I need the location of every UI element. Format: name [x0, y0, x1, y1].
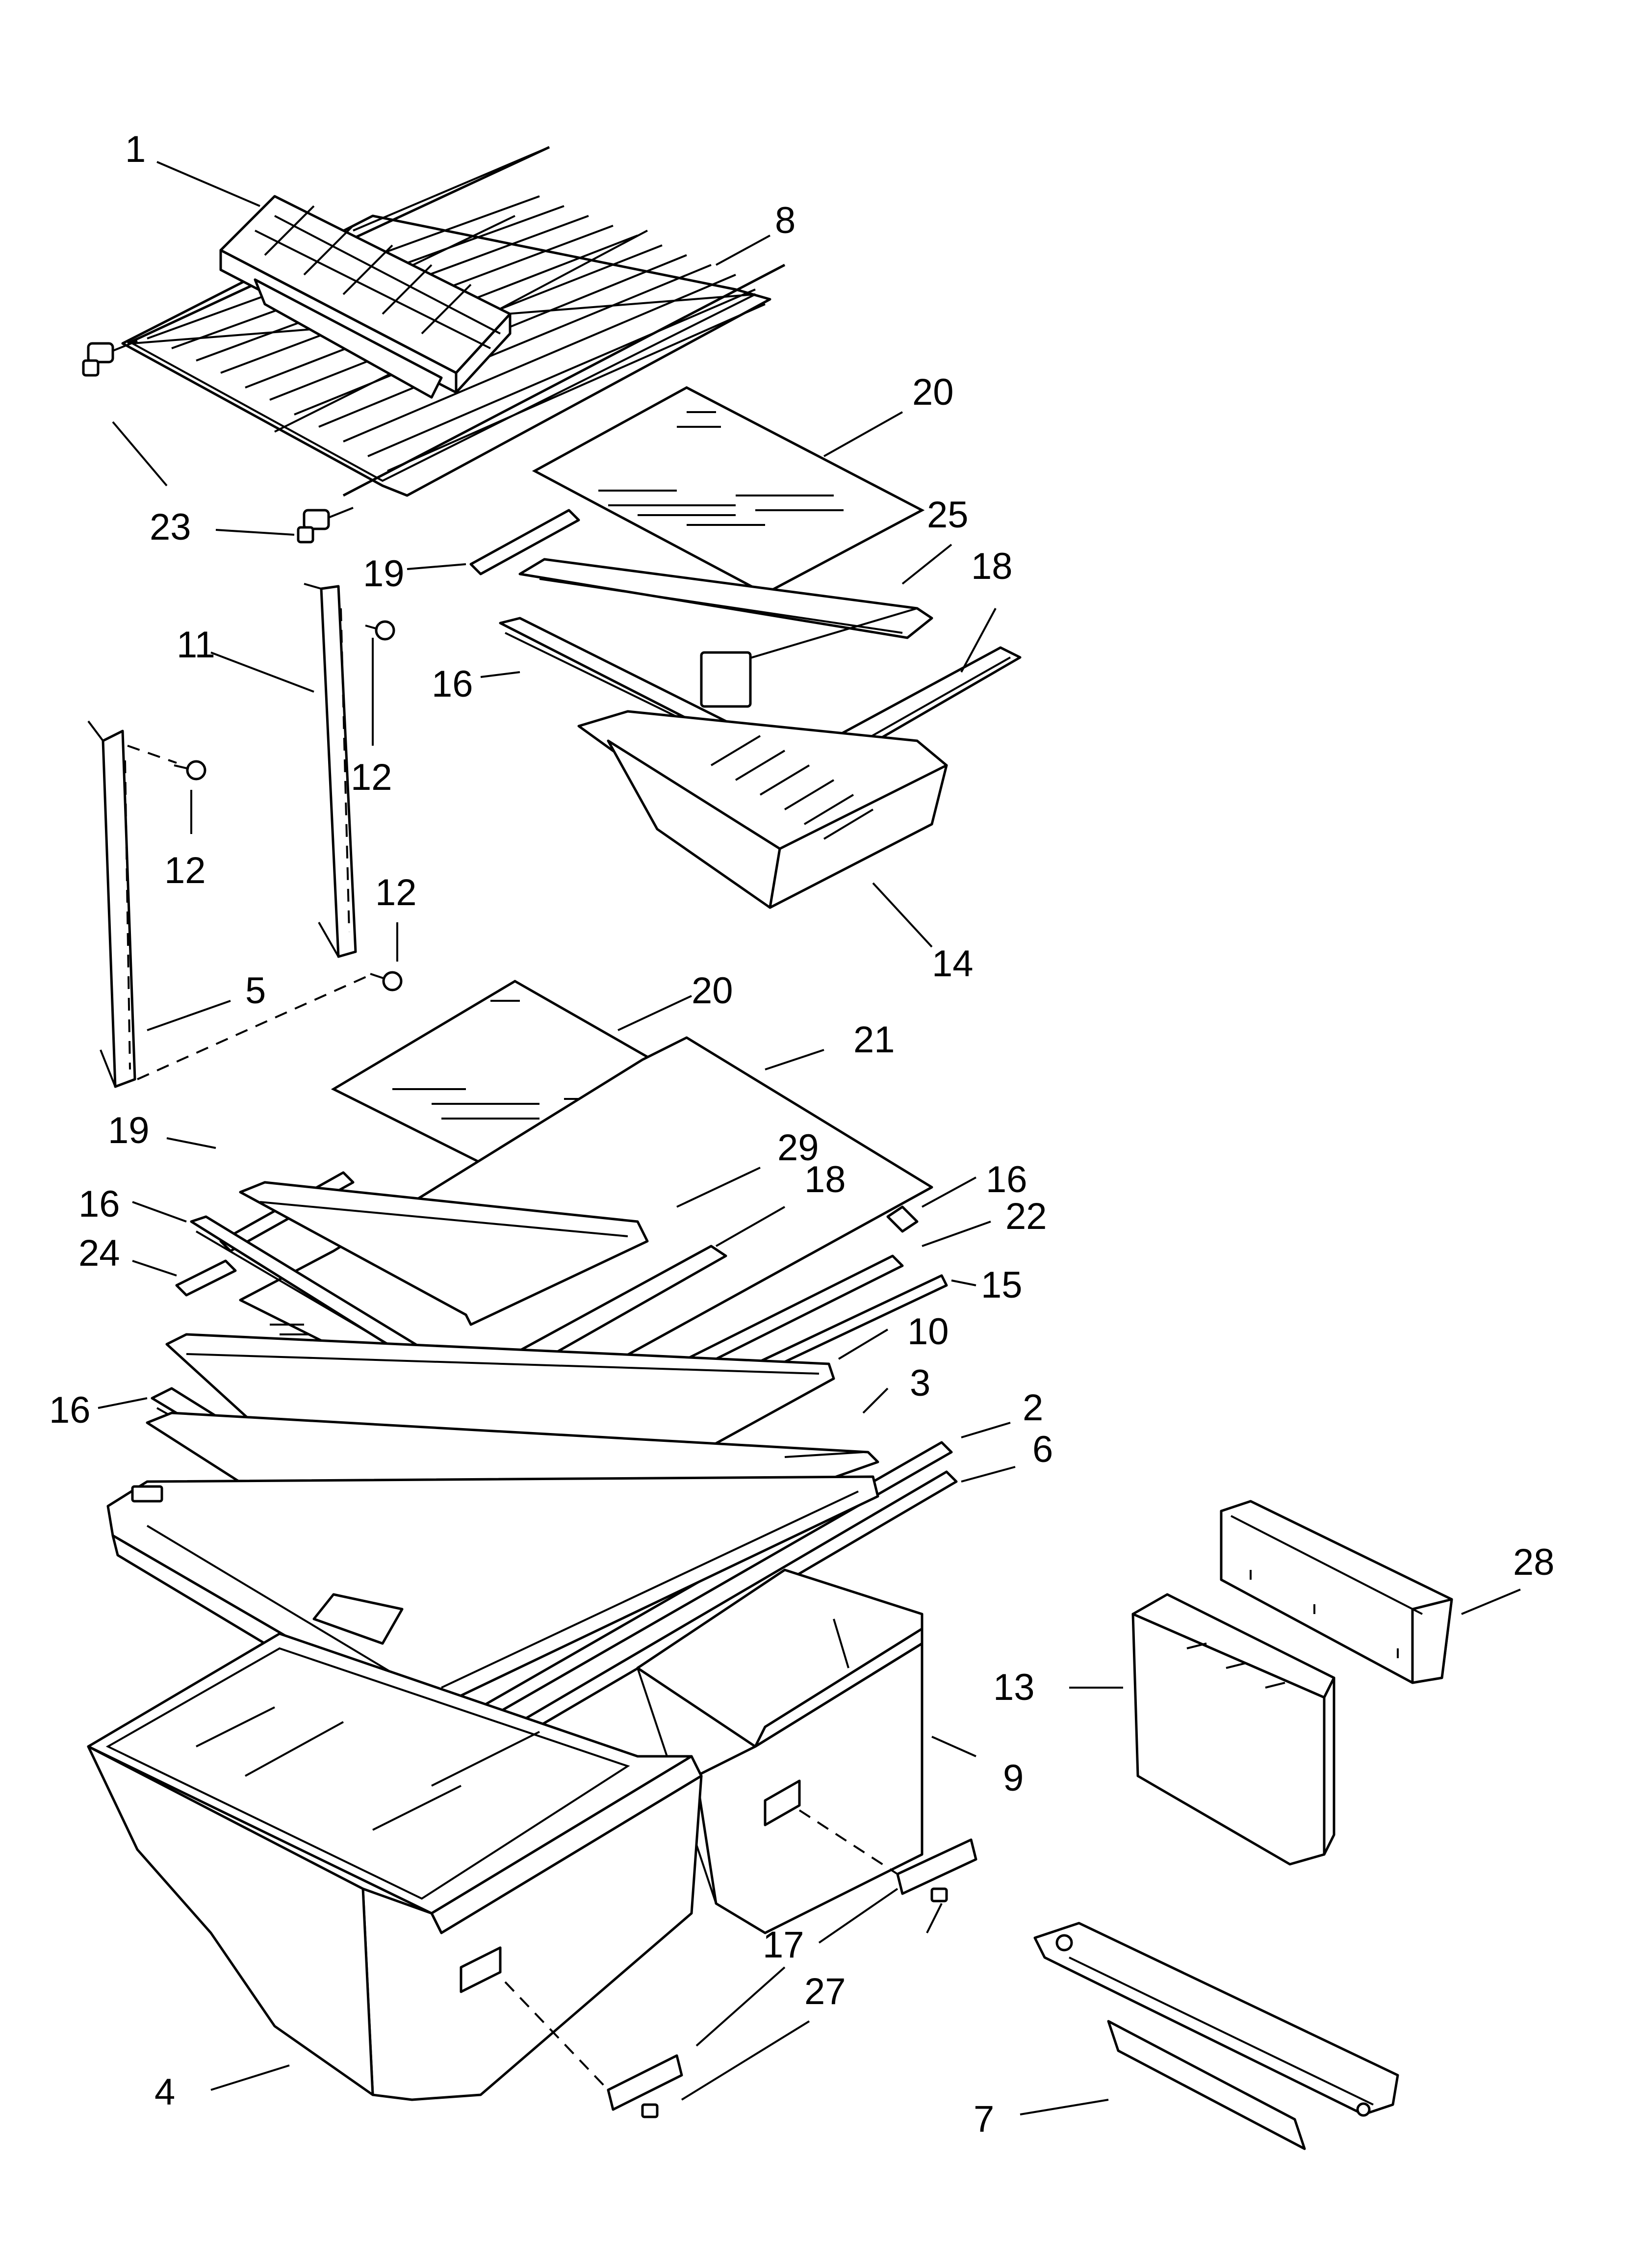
callout-22: 22 [1005, 1196, 1047, 1237]
callout-28: 28 [1513, 1541, 1555, 1583]
callout-23: 23 [150, 506, 191, 548]
callout-4: 4 [154, 2071, 175, 2113]
crisper-9 [636, 1568, 924, 1934]
callout-7: 7 [974, 2098, 994, 2140]
callout-16-upper: 16 [432, 663, 473, 705]
callout-8: 8 [775, 200, 795, 241]
callout-21: 21 [853, 1019, 895, 1061]
door-shelf [1220, 1500, 1453, 1684]
callout-13: 13 [993, 1667, 1035, 1708]
lower-shelf-assembly [106, 980, 958, 1768]
leader-lines [98, 161, 1521, 2115]
callout-19-upper: 19 [363, 553, 405, 595]
callout-3: 3 [910, 1362, 930, 1404]
rail-ladder-11 [304, 583, 357, 958]
callout-2: 2 [1023, 1387, 1043, 1429]
callout-1: 1 [125, 129, 146, 170]
callout-12-bottom: 12 [375, 872, 417, 913]
callout-25: 25 [927, 494, 969, 536]
upper-crisper-assembly [469, 386, 1022, 909]
callout-17: 17 [763, 1924, 804, 1966]
callout-6: 6 [1032, 1429, 1053, 1470]
shelf-end-caps [82, 340, 354, 544]
callout-12-left: 12 [164, 850, 206, 891]
callout-16-left: 16 [78, 1183, 120, 1225]
callout-18-upper: 18 [971, 546, 1013, 587]
callout-10: 10 [907, 1311, 949, 1353]
callout-16-bottom: 16 [49, 1389, 91, 1431]
callout-5: 5 [245, 970, 266, 1012]
callout-20-upper: 20 [912, 371, 954, 413]
callout-24: 24 [78, 1232, 120, 1274]
callout-27: 27 [804, 1971, 846, 2012]
callout-20-lower: 20 [692, 970, 733, 1012]
callout-15: 15 [981, 1264, 1023, 1306]
callout-14: 14 [932, 943, 974, 985]
rail-ladder-5 [87, 720, 136, 1088]
screws [127, 620, 403, 1080]
drawer-clips [504, 1809, 977, 2118]
callout-9: 9 [1003, 1757, 1024, 1799]
callout-29: 29 [777, 1127, 819, 1169]
callout-labels: 1 8 20 23 19 25 18 11 16 12 12 12 14 5 2… [49, 129, 1555, 2140]
callout-16-right: 16 [986, 1159, 1027, 1200]
callout-12-right: 12 [351, 756, 392, 798]
crisper-4 [87, 1632, 703, 2101]
ice-tray [219, 195, 512, 399]
callout-18-lower: 18 [804, 1159, 846, 1200]
bottom-rail [1033, 1922, 1399, 2150]
callout-11: 11 [177, 624, 215, 666]
dairy-bin [1131, 1593, 1335, 1866]
callout-19-lower: 19 [108, 1110, 150, 1151]
